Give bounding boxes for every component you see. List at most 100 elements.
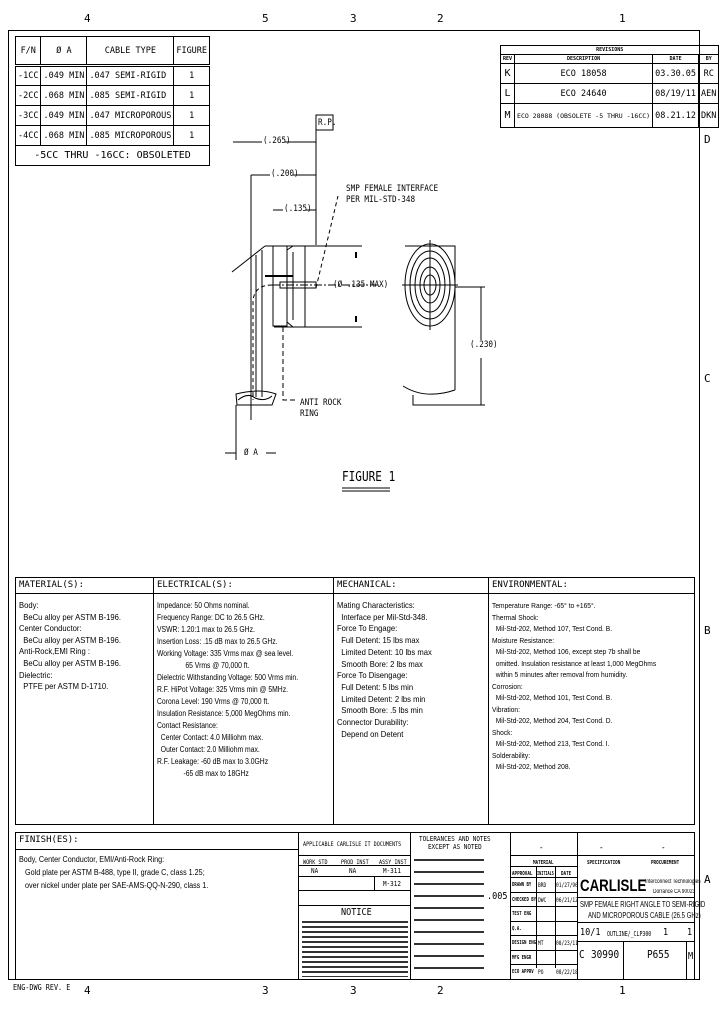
- electrical-box: ELECTRICAL(S): Impedance: 50 Ohms nomina…: [153, 577, 334, 825]
- interface-note: SMP FEMALE INTERFACE PER MIL-STD-348: [346, 184, 439, 205]
- cell: 1: [173, 125, 211, 146]
- approval-col-divider: [555, 866, 556, 968]
- zone-right-c: C: [704, 372, 711, 385]
- revision-letter: M: [688, 951, 694, 962]
- approval-cell: 01/27/96: [556, 881, 578, 889]
- location: Dorrance CA 90023: [653, 889, 696, 895]
- dim-265: (.265): [263, 136, 291, 146]
- electrical-title: ELECTRICAL(S):: [157, 580, 233, 590]
- cell: 08.21.12: [652, 103, 700, 128]
- dia-header: Ø A: [40, 36, 88, 66]
- work-std-header: WORK STD: [303, 859, 328, 866]
- cad-file: OUTLINE/_CLP300: [607, 930, 652, 938]
- zone-top-1: 1: [619, 12, 626, 25]
- figure-caption: FIGURE 1: [342, 470, 396, 485]
- approval-cell: PO: [538, 968, 544, 976]
- zone-right-a: A: [704, 873, 711, 886]
- zone-top-5: 5: [262, 12, 269, 25]
- rp-label: R.P.: [318, 118, 337, 128]
- finish-title: FINISH(ES):: [19, 835, 79, 845]
- assy-inst-header: ASSY INST: [379, 859, 407, 866]
- tolerance-value: .005: [487, 891, 508, 902]
- approval-row-divider: [511, 949, 577, 951]
- approval-cell: CHECKED BY: [512, 896, 537, 903]
- procure-label: PROCUREMENT: [651, 860, 680, 866]
- zone-top-3: 3: [350, 12, 357, 25]
- spec-value: -: [599, 843, 604, 853]
- fn-header: F/N: [14, 36, 42, 66]
- approval-cell: 08/22/18: [556, 968, 578, 976]
- prod-inst-value: NA: [349, 867, 357, 875]
- prod-inst-header: PROD INST: [341, 859, 369, 866]
- approval-row-divider: [511, 964, 577, 965]
- approval-cell: Q.A.: [512, 925, 522, 932]
- notice-fine-print: [302, 921, 408, 977]
- applicable-docs-title: APPLICABLE CARLISLE IT DOCUMENTS: [303, 841, 402, 848]
- approval-col-divider: [536, 866, 537, 968]
- spec-label: SPECIFICATION: [587, 860, 621, 866]
- approval-row-divider: [511, 935, 577, 936]
- zone-top-4: 4: [84, 12, 91, 25]
- zone-bottom-1: 1: [619, 984, 626, 997]
- approval-cell: MT: [538, 939, 544, 947]
- mechanical-text: Mating Characteristics: Interface per Mi…: [337, 600, 432, 739]
- approval-header: APPROVAL: [512, 871, 533, 877]
- tolerances-title: TOLERANCES AND NOTES EXCEPT AS NOTED: [419, 835, 491, 851]
- approval-row-divider: [511, 891, 577, 893]
- work-std-value: NA: [311, 867, 319, 875]
- materials-title: MATERIAL(S):: [19, 580, 85, 590]
- finish-box: FINISH(ES): Body, Center Conductor, EMI/…: [15, 832, 299, 980]
- size: C: [579, 948, 585, 961]
- assy-inst-value-2: M-312: [383, 880, 401, 888]
- zone-right-b: B: [704, 624, 711, 637]
- scale: 10/1: [580, 927, 601, 938]
- environmental-text: Temperature Range: -65° to +165°. Therma…: [492, 601, 657, 771]
- finish-text: Body, Center Conductor, EMI/Anti-Rock Ri…: [19, 855, 209, 890]
- figure-1-drawing: [225, 114, 485, 492]
- obsolete-note: -5CC THRU -16CC: OBSOLETED: [14, 145, 211, 166]
- dim-200: (.200): [271, 169, 299, 179]
- figure-header: FIGURE: [173, 36, 211, 66]
- zone-right-d: D: [704, 133, 711, 146]
- materials-box: MATERIAL(S): Body: BeCu alloy per ASTM B…: [15, 577, 154, 825]
- dim-135: (.135): [284, 204, 312, 214]
- approval-cell: BRD: [538, 881, 547, 889]
- materials-text: Body: BeCu alloy per ASTM B-196. Center …: [19, 600, 122, 692]
- approval-row-divider: [511, 906, 577, 907]
- approval-cell: DWC: [538, 895, 547, 904]
- applicable-docs: APPLICABLE CARLISLE IT DOCUMENTS WORK ST…: [298, 832, 411, 980]
- approval-cell: ECO APPRV: [512, 969, 534, 975]
- zone-top-2: 2: [437, 12, 444, 25]
- approval-cell: DESIGN ENG: [512, 940, 537, 946]
- cable-header: CABLE TYPE: [86, 36, 175, 66]
- initials-header: INITIALS: [537, 871, 554, 877]
- zone-bottom-2: 2: [437, 984, 444, 997]
- division: Interconnect Technologies: [645, 879, 701, 885]
- anti-rock-label: ANTI ROCK RING: [300, 398, 342, 419]
- approval-cell: 06/21/12: [556, 895, 578, 904]
- notice-title: NOTICE: [341, 907, 372, 918]
- assy-inst-value: M-311: [383, 867, 401, 875]
- cell: M: [499, 103, 516, 128]
- approval-cell: 08/23/11: [556, 939, 578, 947]
- mechanical-title: MECHANICAL:: [337, 580, 397, 590]
- approval-cell: TEST ENG: [512, 911, 532, 917]
- dim-230: (.230): [470, 340, 498, 350]
- tolerances-box: TOLERANCES AND NOTES EXCEPT AS NOTED .00…: [410, 832, 511, 980]
- drawing-number: P655: [647, 948, 670, 961]
- approval-cell: DRAWN BY: [512, 882, 532, 888]
- dia-a-label: Ø A: [244, 448, 258, 458]
- cage-code: 30990: [591, 948, 620, 961]
- material-label: MATERIAL: [533, 860, 554, 866]
- tolerances-fine-print: [414, 855, 484, 975]
- cell: DKN: [698, 103, 720, 128]
- approval-row-divider: [511, 877, 577, 878]
- company-logo: CARLISLE: [580, 876, 647, 895]
- title-line-2: AND MICROPOROUS CABLE (26.5 GHz): [588, 911, 701, 920]
- approval-row-divider: [511, 920, 577, 922]
- mechanical-box: MECHANICAL: Mating Characteristics: Inte…: [333, 577, 489, 825]
- date-header: DATE: [561, 871, 572, 877]
